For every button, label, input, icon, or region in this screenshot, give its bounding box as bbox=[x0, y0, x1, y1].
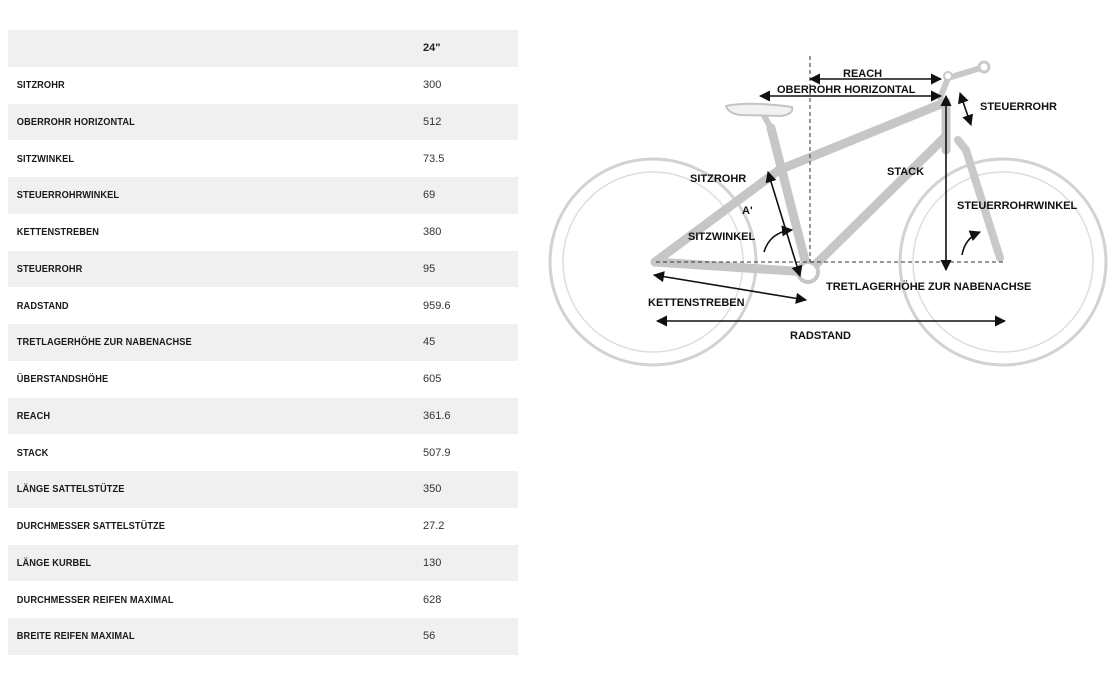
table-row: STEUERROHR 95 bbox=[8, 250, 518, 288]
header-size: 24" bbox=[423, 42, 441, 55]
row-value: 95 bbox=[423, 262, 436, 275]
table-row: DURCHMESSER SATTELSTÜTZE 27.2 bbox=[8, 507, 518, 545]
row-label: ÜBERSTANDSHÖHE bbox=[16, 373, 109, 386]
row-label: SITZWINKEL bbox=[16, 152, 75, 165]
row-label: RADSTAND bbox=[16, 299, 69, 312]
table-row: REACH 361.6 bbox=[8, 397, 518, 435]
table-row: LÄNGE KURBEL 130 bbox=[8, 544, 518, 582]
bottom-bracket bbox=[796, 260, 820, 284]
label-radstand: RADSTAND bbox=[790, 330, 851, 342]
label-sitzwinkel: SITZWINKEL bbox=[688, 231, 755, 243]
table-header-row: 24" bbox=[8, 30, 518, 67]
row-label: OBERROHR HORIZONTAL bbox=[16, 115, 135, 128]
row-value: 45 bbox=[423, 336, 436, 349]
row-label: SITZROHR bbox=[16, 79, 65, 92]
label-a-prime: A' bbox=[742, 205, 753, 217]
row-label: REACH bbox=[16, 409, 51, 422]
row-value: 56 bbox=[423, 630, 436, 643]
row-label: STEUERROHR bbox=[16, 262, 83, 275]
table-row: OBERROHR HORIZONTAL 512 bbox=[8, 103, 518, 141]
row-value: 350 bbox=[423, 483, 442, 496]
table-row: STEUERROHRWINKEL 69 bbox=[8, 177, 518, 214]
row-value: 27.2 bbox=[423, 520, 445, 533]
fork bbox=[954, 136, 1004, 262]
row-label: STEUERROHRWINKEL bbox=[16, 189, 120, 202]
label-stack: STACK bbox=[887, 166, 924, 178]
stem-clamp bbox=[943, 71, 953, 81]
label-oberrohr: OBERROHR HORIZONTAL bbox=[777, 84, 916, 96]
table-row: SITZWINKEL 73.5 bbox=[8, 140, 518, 177]
label-kettenstreben: KETTENSTREBEN bbox=[648, 297, 745, 309]
table-row: TRETLAGERHÖHE ZUR NABENACHSE 45 bbox=[8, 324, 518, 361]
table-row: RADSTAND 959.6 bbox=[8, 287, 518, 324]
row-value: 380 bbox=[423, 226, 442, 239]
row-label: TRETLAGERHÖHE ZUR NABENACHSE bbox=[16, 336, 192, 349]
row-label: KETTENSTREBEN bbox=[16, 226, 100, 239]
row-value: 628 bbox=[423, 593, 442, 606]
row-value: 959.6 bbox=[423, 299, 451, 312]
measure-arrows bbox=[652, 73, 1007, 327]
label-reach: REACH bbox=[843, 68, 882, 80]
label-tretlager: TRETLAGERHÖHE ZUR NABENACHSE bbox=[826, 280, 1031, 293]
table-row: ÜBERSTANDSHÖHE 605 bbox=[8, 360, 518, 398]
row-label: DURCHMESSER REIFEN MAXIMAL bbox=[16, 593, 174, 606]
table-row: BREITE REIFEN MAXIMAL 56 bbox=[8, 618, 518, 655]
row-value: 130 bbox=[423, 556, 442, 569]
row-value: 361.6 bbox=[423, 409, 451, 422]
table-row: SITZROHR 300 bbox=[8, 66, 518, 104]
row-value: 507.9 bbox=[423, 446, 451, 459]
row-label: LÄNGE SATTELSTÜTZE bbox=[16, 483, 125, 496]
row-value: 300 bbox=[423, 79, 442, 92]
row-label: LÄNGE KURBEL bbox=[16, 556, 92, 569]
front-wheel bbox=[898, 157, 1108, 367]
row-value: 69 bbox=[423, 189, 436, 202]
row-value: 73.5 bbox=[423, 152, 445, 165]
row-value: 605 bbox=[423, 373, 442, 386]
row-value: 512 bbox=[423, 115, 442, 128]
handlebar-end bbox=[977, 60, 991, 74]
saddle bbox=[724, 102, 794, 118]
table-row: KETTENSTREBEN 380 bbox=[8, 213, 518, 251]
label-steuerrohr: STEUERROHR bbox=[980, 101, 1057, 113]
row-label: STACK bbox=[16, 446, 49, 459]
label-sitzrohr: SITZROHR bbox=[690, 173, 746, 185]
row-label: DURCHMESSER SATTELSTÜTZE bbox=[16, 520, 166, 533]
table-row: LÄNGE SATTELSTÜTZE 350 bbox=[8, 471, 518, 508]
row-label: BREITE REIFEN MAXIMAL bbox=[16, 630, 135, 643]
bike-geometry-diagram: REACH OBERROHR HORIZONTAL STEUERROHR STA… bbox=[545, 40, 1119, 380]
table-row: DURCHMESSER REIFEN MAXIMAL 628 bbox=[8, 581, 518, 618]
label-steuerrohrwinkel: STEUERROHRWINKEL bbox=[957, 200, 1077, 212]
geometry-table: 24" SITZROHR 300 OBERROHR HORIZONTAL 512… bbox=[8, 30, 518, 655]
table-row: STACK 507.9 bbox=[8, 434, 518, 471]
